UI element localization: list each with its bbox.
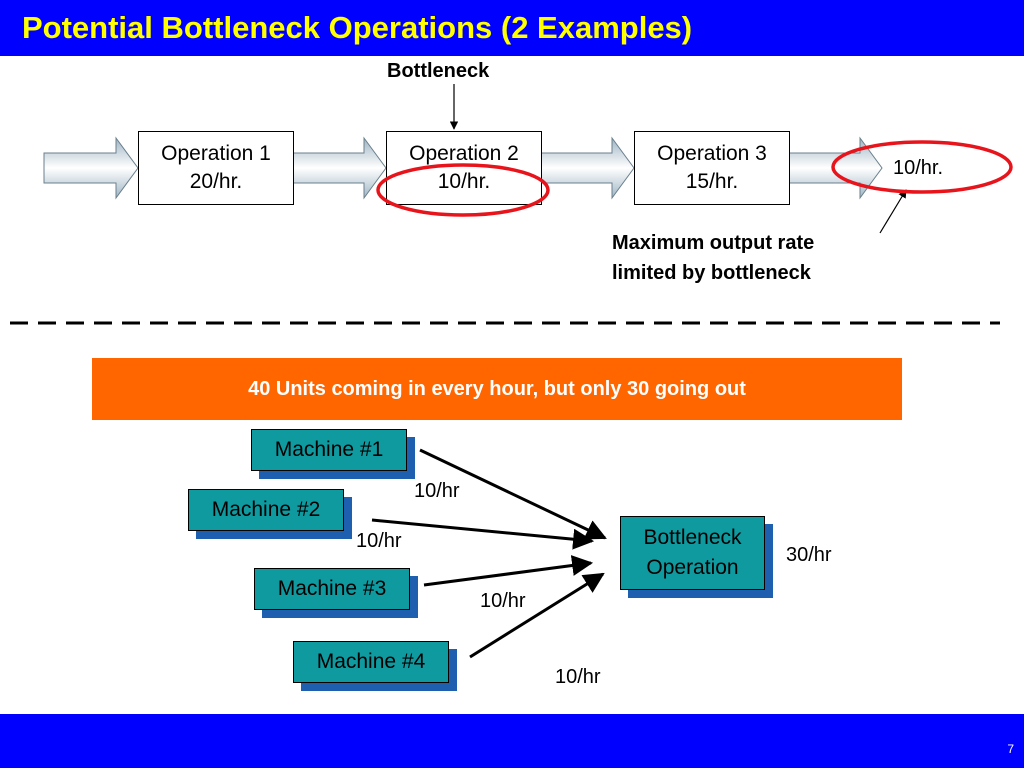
title-bar xyxy=(0,0,1024,56)
rate-label-3: 10/hr xyxy=(480,590,526,612)
flow-arrow-3 xyxy=(539,136,635,200)
annotation-pointer xyxy=(879,189,907,234)
machine-3-box: Machine #3 xyxy=(254,568,410,610)
operation-3-name: Operation 3 xyxy=(657,142,767,165)
slide-title: Potential Bottleneck Operations (2 Examp… xyxy=(22,10,693,45)
machine-1-box: Machine #1 xyxy=(251,429,407,471)
operation-2-box: Operation 2 10/hr. xyxy=(386,131,542,205)
operation-2-rate: 10/hr. xyxy=(437,170,491,193)
flow-arrow-2 xyxy=(291,136,387,200)
rate-label-2: 10/hr xyxy=(356,530,402,552)
operation-3-box: Operation 3 15/hr. xyxy=(634,131,790,205)
bottleneck-operation-line-2: Operation xyxy=(646,556,739,579)
orange-banner xyxy=(92,358,902,420)
operation-2-name: Operation 2 xyxy=(409,142,519,165)
machine-4-box: Machine #4 xyxy=(293,641,449,683)
flow-arrow-1 xyxy=(43,136,139,200)
annotation-line-1: Maximum output rate xyxy=(612,232,815,254)
operation-1-name: Operation 1 xyxy=(161,142,271,165)
final-output-rate: 10/hr. xyxy=(893,157,944,179)
machine-1-label: Machine #1 xyxy=(274,438,384,461)
machine-3-label: Machine #3 xyxy=(277,577,387,600)
rate-label-4: 10/hr xyxy=(555,666,601,688)
rate-label-1: 10/hr xyxy=(414,480,460,502)
annotation-line-2: limited by bottleneck xyxy=(612,262,811,284)
output-rate-label: 30/hr xyxy=(786,544,832,566)
machine4-arrow xyxy=(469,572,605,659)
bottleneck-label: Bottleneck xyxy=(387,60,490,82)
machine2-arrow xyxy=(371,518,595,550)
machine-2-label: Machine #2 xyxy=(211,498,321,521)
operation-1-rate: 20/hr. xyxy=(189,170,243,193)
bottleneck-operation-box: Bottleneck Operation xyxy=(620,516,765,590)
operation-1-box: Operation 1 20/hr. xyxy=(138,131,294,205)
banner-text: 40 Units coming in every hour, but only … xyxy=(248,378,746,400)
machine-2-box: Machine #2 xyxy=(188,489,344,531)
output-highlight-ellipse xyxy=(831,140,1013,194)
bottleneck-operation-line-1: Bottleneck xyxy=(643,526,742,549)
operation-3-rate: 15/hr. xyxy=(685,170,739,193)
bottleneck-highlight-ellipse xyxy=(376,163,550,217)
machine-4-label: Machine #4 xyxy=(316,650,426,673)
machine1-arrow xyxy=(419,448,607,540)
machine3-arrow xyxy=(423,555,594,587)
page-number: 7 xyxy=(1007,742,1014,756)
footer-bar xyxy=(0,714,1024,768)
